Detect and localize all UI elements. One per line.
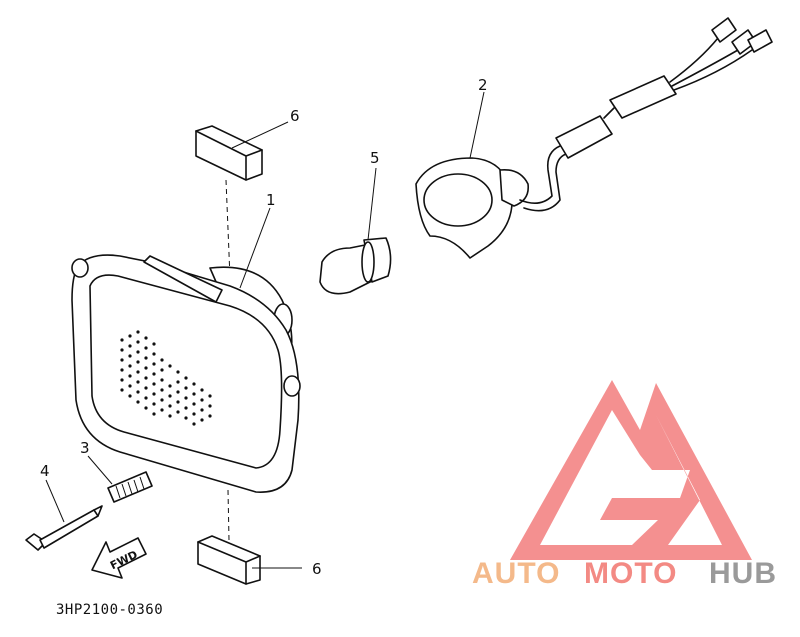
part-6-top-block [195,121,289,181]
callout-5: 5 [370,149,380,167]
part-3-adjusting-spring [87,455,153,503]
watermark-word-moto: MOTO [584,557,677,590]
callout-3: 3 [80,439,90,457]
part-5-bulb [319,167,392,295]
alignment-line-bottom [227,489,230,541]
part-1-headlight-unit [71,207,301,493]
watermark-logo [510,380,752,560]
lens-pattern [120,330,212,426]
alignment-line-top [225,179,231,279]
part-6-bottom-block [197,535,302,585]
callout-1: 1 [266,191,276,209]
part-4-adjusting-screw [25,479,103,551]
forward-arrow: FWD [91,537,147,579]
callout-6-top: 6 [290,107,300,125]
callout-6-bottom: 6 [312,560,322,578]
callout-2: 2 [478,76,488,94]
part-2-socket-harness [415,17,773,259]
watermark-wordmark: AUTO MOTO HUB [472,557,777,590]
watermark-word-hub: HUB [709,557,777,590]
watermark-word-auto: AUTO [472,557,560,590]
part-code: 3HP2100-0360 [56,602,163,618]
callout-4: 4 [40,462,50,480]
